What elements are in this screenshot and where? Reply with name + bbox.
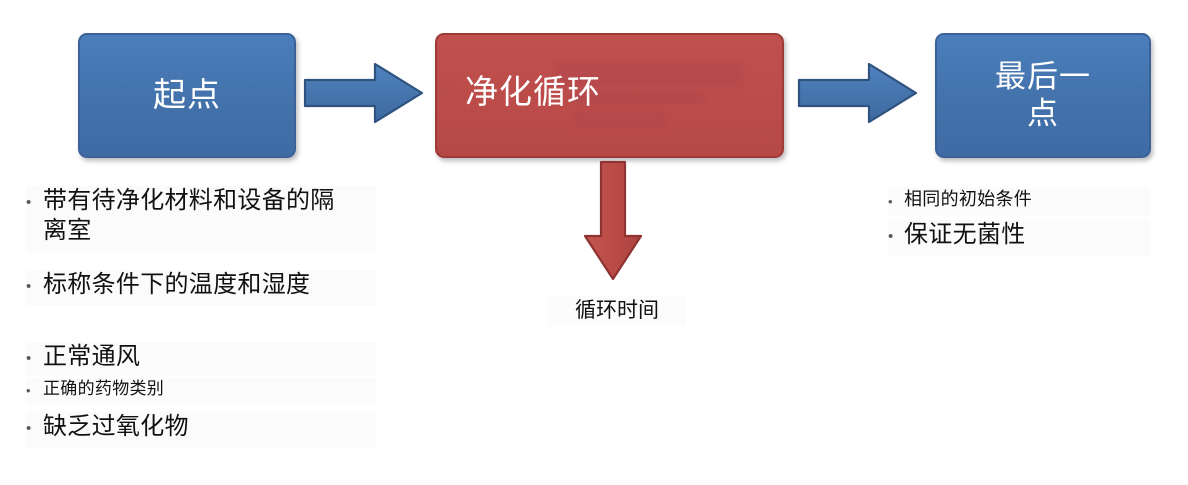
list-item: • 缺乏过氧化物 bbox=[26, 412, 376, 448]
bullet-dot-icon: • bbox=[888, 228, 894, 245]
list-item-label: 正确的药物类别 bbox=[43, 379, 165, 398]
bullet-dot-icon: • bbox=[26, 350, 32, 367]
list-item: • 正常通风 bbox=[26, 342, 376, 376]
list-item: • 带有待净化材料和设备的隔离室 bbox=[26, 186, 376, 252]
process-box-start-label: 起点 bbox=[153, 76, 221, 114]
list-item-label: 保证无菌性 bbox=[904, 221, 1026, 248]
bullet-dot-icon: • bbox=[26, 420, 32, 437]
arrow-right-glyph bbox=[797, 62, 918, 124]
process-box-start[interactable]: 起点 bbox=[78, 33, 296, 158]
list-item: • 正确的药物类别 bbox=[26, 378, 376, 404]
arrow-right-icon-start-to-cycle bbox=[303, 60, 425, 126]
list-item-label: 相同的初始条件 bbox=[904, 189, 1033, 209]
arrow-right-glyph bbox=[303, 62, 424, 124]
bullet-dot-icon: • bbox=[888, 194, 893, 209]
process-box-cycle[interactable]: 净化循环 bbox=[435, 33, 784, 158]
right-outcome-list: • 相同的初始条件 • 保证无菌性 bbox=[888, 188, 1150, 256]
list-item-label: 正常通风 bbox=[43, 343, 141, 370]
list-item: • 保证无菌性 bbox=[888, 220, 1150, 256]
bullet-dot-icon: • bbox=[26, 278, 32, 295]
bullet-dot-icon: • bbox=[26, 383, 31, 398]
process-box-end[interactable]: 最后一点 bbox=[935, 33, 1151, 158]
list-item-label: 标称条件下的温度和湿度 bbox=[43, 271, 311, 298]
list-item-label: 带有待净化材料和设备的隔离室 bbox=[43, 187, 335, 245]
list-item-label: 缺乏过氧化物 bbox=[43, 413, 189, 440]
process-box-end-label: 最后一点 bbox=[995, 58, 1091, 131]
ghost-artifact bbox=[575, 111, 667, 128]
list-item: • 标称条件下的温度和湿度 bbox=[26, 270, 376, 306]
arrow-down-glyph bbox=[583, 160, 643, 281]
list-item: • 相同的初始条件 bbox=[888, 188, 1150, 216]
arrow-right-icon-cycle-to-end bbox=[797, 60, 919, 126]
process-box-cycle-label: 净化循环 bbox=[465, 73, 601, 111]
cycle-time-label: 循环时间 bbox=[548, 296, 686, 327]
bullet-dot-icon: • bbox=[26, 194, 32, 211]
left-condition-list: • 带有待净化材料和设备的隔离室 • 标称条件下的温度和湿度 • 正常通风 • … bbox=[26, 186, 376, 448]
arrow-down-icon-cycle-time bbox=[580, 160, 646, 282]
